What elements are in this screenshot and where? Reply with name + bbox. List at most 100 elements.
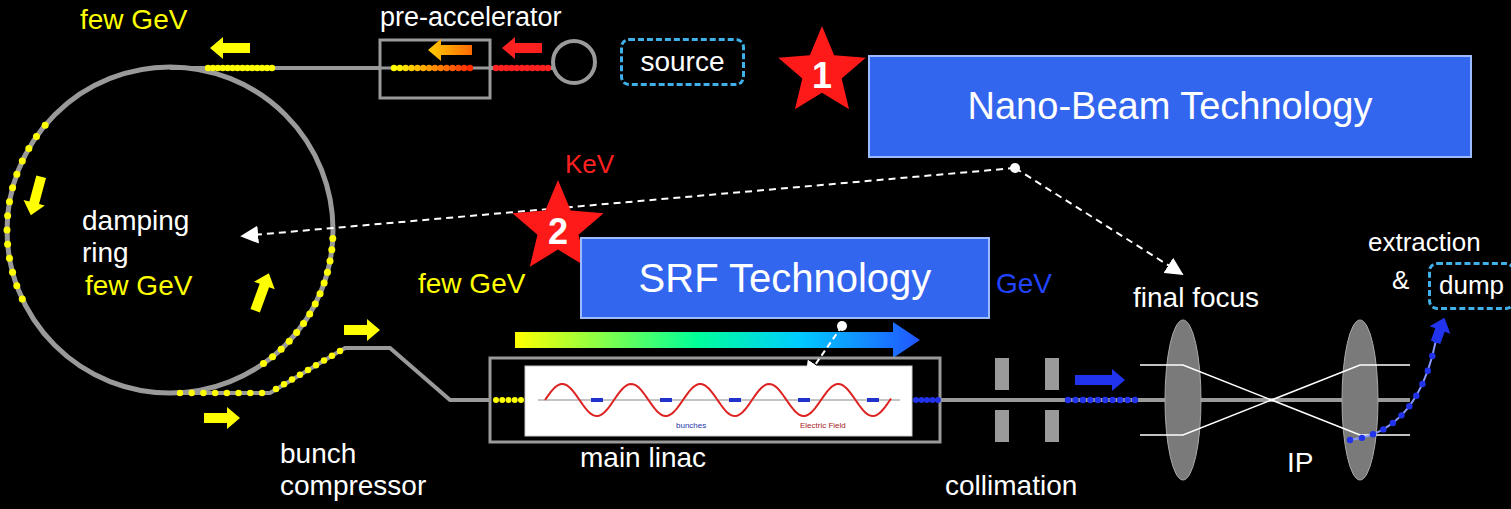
section-label: IP xyxy=(1287,447,1313,479)
damping-ring xyxy=(7,67,333,393)
beam-direction-arrow xyxy=(210,37,250,59)
bunch-dot xyxy=(1413,393,1419,399)
picture-caption: bunches xyxy=(676,421,706,430)
dump-box: dump xyxy=(1428,262,1511,310)
bunch-dot xyxy=(269,65,275,71)
focusing-lens xyxy=(1165,320,1201,480)
bunch-dot xyxy=(1072,397,1078,403)
bunch-dot xyxy=(1065,397,1071,403)
section-label: damping ring xyxy=(82,205,212,269)
bunch-dot xyxy=(1406,403,1412,409)
bunch-dot xyxy=(499,397,505,403)
bunch-dot xyxy=(391,65,397,71)
energy-gradient-arrow xyxy=(515,322,920,358)
beam-envelope xyxy=(1140,365,1410,435)
bunch-dot xyxy=(935,397,941,403)
bunch-dot xyxy=(1117,397,1123,403)
bunch-dot xyxy=(1087,397,1093,403)
box-text: dump xyxy=(1439,271,1504,301)
beam-direction-arrow xyxy=(1425,314,1455,346)
bunch-dot xyxy=(19,295,26,302)
bunch-dot xyxy=(224,390,230,396)
energy-label: few GeV xyxy=(418,268,525,300)
bunch-dot xyxy=(273,386,279,392)
bunch-mark xyxy=(660,398,672,402)
leader-dot xyxy=(837,321,847,331)
picture-caption: Electric Field xyxy=(800,421,846,430)
bunch-dot xyxy=(281,381,287,387)
section-label: extraction xyxy=(1368,228,1481,258)
bunch-dot xyxy=(286,338,293,345)
bunch-dot xyxy=(13,282,20,289)
bunch-dot xyxy=(1370,431,1376,437)
bunch-dot xyxy=(33,133,40,140)
bunch-dot xyxy=(4,227,11,234)
bunch-dot xyxy=(297,372,303,378)
source-loop xyxy=(553,41,595,83)
bunch-dot xyxy=(414,65,420,71)
bunch-dot xyxy=(259,390,265,396)
section-label: pre-accelerator xyxy=(380,2,562,33)
leader-line xyxy=(1015,168,1182,274)
bunch-dot xyxy=(9,269,16,276)
bunch-dot xyxy=(924,397,930,403)
bunch-dot xyxy=(300,320,307,327)
bunch-mark xyxy=(729,398,741,402)
bunch-dot xyxy=(177,390,183,396)
bunch-dot xyxy=(337,348,343,354)
bunch-dot xyxy=(1398,412,1404,418)
bunch-dot xyxy=(317,290,324,297)
bunch-mark xyxy=(798,398,810,402)
bunch-dot xyxy=(278,346,285,353)
bunch-dot xyxy=(312,301,319,308)
bunch-dot xyxy=(493,397,499,403)
bunch-dot xyxy=(443,65,449,71)
bunch-dot xyxy=(1347,437,1353,443)
bunch-dot xyxy=(260,360,267,367)
technology-box: Nano-Beam Technology xyxy=(868,55,1472,158)
bunch-dot xyxy=(247,390,253,396)
bunch-dot xyxy=(289,376,295,382)
bunch-dot xyxy=(402,65,408,71)
bunch-dot xyxy=(1390,420,1396,426)
bunch-dot xyxy=(506,397,512,403)
bunch-dot xyxy=(1429,353,1435,359)
source-box: source xyxy=(620,38,745,86)
collimator-jaw xyxy=(1045,358,1059,390)
beam-direction-arrow xyxy=(428,39,472,61)
bunch-dot xyxy=(397,65,403,71)
bunch-dot xyxy=(455,65,461,71)
focusing-lens xyxy=(1342,320,1378,480)
bunch-dot xyxy=(6,198,13,205)
section-label: & xyxy=(1392,266,1409,296)
bunch-dot xyxy=(305,367,311,373)
energy-label: few GeV xyxy=(85,270,192,302)
leader-line xyxy=(806,326,842,378)
energy-label: GeV xyxy=(996,268,1052,300)
bunch-dot xyxy=(321,357,327,363)
bunch-dot xyxy=(1132,397,1138,403)
bunch-dot xyxy=(327,258,334,265)
bunch-dot xyxy=(9,184,16,191)
bunch-dot xyxy=(306,310,313,317)
bunch-dot xyxy=(1419,381,1425,387)
bunch-dot xyxy=(42,122,49,129)
leader-dot xyxy=(1010,163,1020,173)
box-text: SRF Technology xyxy=(639,255,932,301)
bunch-dot xyxy=(293,329,300,336)
bunch-dot xyxy=(426,65,432,71)
bunch-dot xyxy=(438,65,444,71)
bunch-dot xyxy=(930,397,936,403)
collimator-jaw xyxy=(995,410,1009,442)
box-text: source xyxy=(640,46,724,78)
bunch-dot xyxy=(1095,397,1101,403)
bunch-dot xyxy=(467,65,473,71)
callout-star xyxy=(778,26,865,109)
section-label: bunch compressor xyxy=(280,438,440,502)
bunch-dot xyxy=(200,390,206,396)
beam-direction-arrow xyxy=(502,37,542,59)
bunch-dot xyxy=(1124,397,1130,403)
bunch-dot xyxy=(1109,397,1115,403)
section-label: main linac xyxy=(580,442,706,474)
callout-number: 1 xyxy=(812,55,832,96)
